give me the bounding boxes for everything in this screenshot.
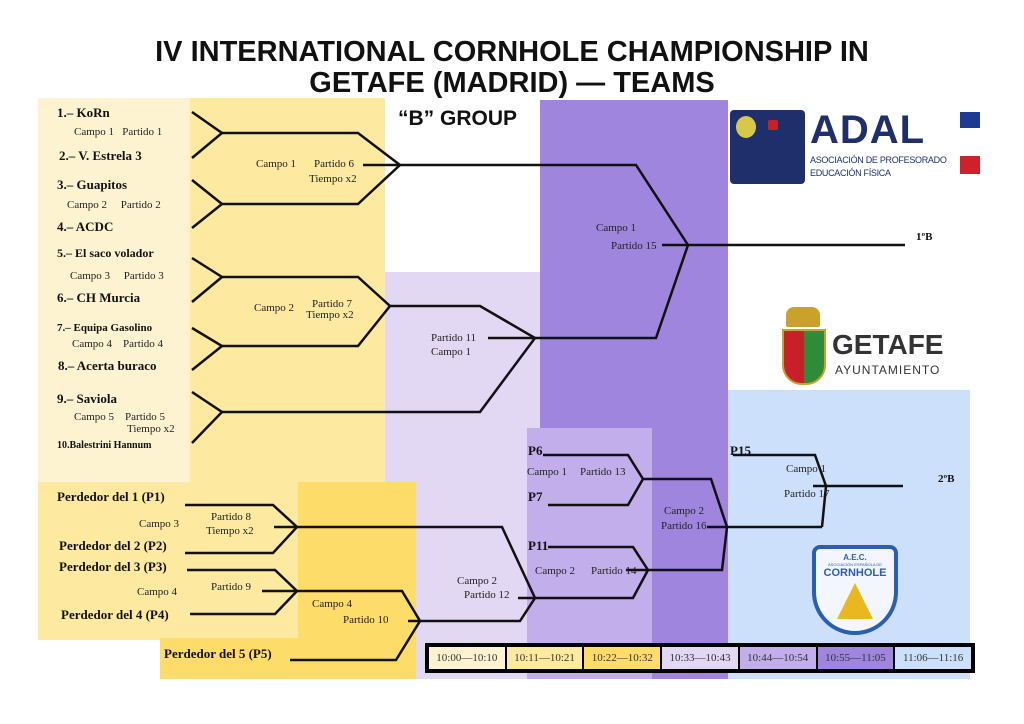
time-slot: 11:06—11:16 [895,647,972,669]
eu-flag-icon [960,112,980,128]
time-slot: 10:11—10:21 [506,647,583,669]
aec-subtitle: ASOCIACIÓN ESPAÑOLA DE [828,562,882,567]
group-title: “B” GROUP [397,107,517,130]
aec-title: CORNHOLE [823,567,887,579]
seed-p11: P11 [528,538,549,553]
aec-cornhole-logo: A.E.C. ASOCIACIÓN ESPAÑOLA DE CORNHOLE [812,545,898,635]
match-5-label: Campo 5 Partido 5 [74,411,166,423]
match-2-label: Campo 2 Partido 2 [67,199,161,211]
match-15-field: Campo 1 [596,222,637,234]
match-4-label: Campo 4 Partido 4 [72,338,164,350]
seed-p15: P15 [730,443,751,458]
loser-1: Perdedor del 1 (P1) [57,489,165,504]
title-line-1: IV INTERNATIONAL CORNHOLE CHAMPIONSHIP I… [155,36,869,68]
timeline-legend: 10:00—10:10 10:11—10:21 10:22—10:32 10:3… [425,643,975,673]
match-10-field: Campo 4 [312,598,353,610]
seed-p6: P6 [528,443,543,458]
match-6-time: Tiempo x2 [309,173,357,185]
aec-initials: A.E.C. [843,553,867,562]
time-slot: 10:55—11:05 [817,647,894,669]
match-12-field: Campo 2 [457,575,498,587]
team-3: 3.– Guapitos [57,177,128,192]
adal-subtitle-1: ASOCIACIÓN DE PROFESORADO [810,155,947,165]
loser-4: Perdedor del 4 (P4) [61,607,169,622]
match-14-field: Campo 2 [535,565,576,577]
loser-3: Perdedor del 3 (P3) [59,559,167,574]
seed-p7: P7 [528,489,543,504]
match-3-label: Campo 3 Partido 3 [70,270,164,282]
team-9: 9.– Saviola [57,391,117,406]
loser-5: Perdedor del 5 (P5) [164,646,272,661]
getafe-logo: GETAFE AYUNTAMIENTO [780,305,950,385]
first-place: 1ºB [916,231,933,243]
team-6: 6.– CH Murcia [57,290,141,305]
match-8-label: Partido 8 [211,511,252,523]
match-17-label: Partido 17 [784,488,830,500]
team-2: 2.– V. Estrela 3 [59,148,142,163]
loser-2: Perdedor del 2 (P2) [59,538,167,553]
getafe-shield-icon [782,329,826,385]
adal-emblem-icon [730,110,805,184]
match-10-label: Partido 10 [343,614,389,626]
time-slot: 10:00—10:10 [429,647,505,669]
match-5-time: Tiempo x2 [127,423,175,435]
madrid-flag-icon [960,156,980,174]
match-6-field: Campo 1 [256,158,297,170]
match-15-label: Partido 15 [611,240,657,252]
zone-1 [38,98,190,482]
match-16-label: Partido 16 [661,520,707,532]
title-line-2: GETAFE (MADRID) — TEAMS [309,67,715,99]
team-7: 7.– Equipa Gasolino [57,322,153,334]
zone-3 [298,482,416,679]
getafe-title: GETAFE [832,329,944,360]
crown-icon [786,307,820,327]
zone-3b [160,638,300,679]
team-8: 8.– Acerta buraco [58,358,157,373]
match-13-field: Campo 1 [527,466,568,478]
getafe-subtitle: AYUNTAMIENTO [835,363,941,377]
match-14-label: Partido 14 [591,565,637,577]
cornhole-board-icon [837,583,873,619]
match-11-label: Partido 11 [431,332,477,344]
team-10: 10.Balestrini Hannum [57,440,152,451]
time-slot: 10:44—10:54 [739,647,816,669]
adal-subtitle-2: EDUCACIÓN FÍSICA [810,168,891,178]
match-7-time: Tiempo x2 [306,309,354,321]
match-17-field: Campo 1 [786,463,827,475]
team-1: 1.– KoRn [57,105,110,120]
zone-5 [527,428,652,679]
match-7-field: Campo 2 [254,302,295,314]
zone-2 [190,98,385,482]
second-place: 2ºB [938,473,955,485]
match-8-field: Campo 3 [139,518,180,530]
match-9-label: Partido 9 [211,581,252,593]
team-5: 5.– El saco volador [57,246,154,260]
match-9-field: Campo 4 [137,586,178,598]
match-6-label: Partido 6 [314,158,355,170]
time-slot: 10:22—10:32 [584,647,661,669]
team-4: 4.– ACDC [57,219,114,234]
time-slot: 10:33—10:43 [662,647,738,669]
match-1-label: Campo 1 Partido 1 [74,126,163,138]
adal-title: ADAL [810,108,926,152]
match-11-field: Campo 1 [431,346,472,358]
match-7-label: Partido 7 [312,298,353,310]
match-8-time: Tiempo x2 [206,525,254,537]
match-12-label: Partido 12 [464,589,510,601]
match-16-field: Campo 2 [664,505,705,517]
adal-logo: ADAL ASOCIACIÓN DE PROFESORADO EDUCACIÓN… [730,108,982,188]
match-13-label: Partido 13 [580,466,626,478]
